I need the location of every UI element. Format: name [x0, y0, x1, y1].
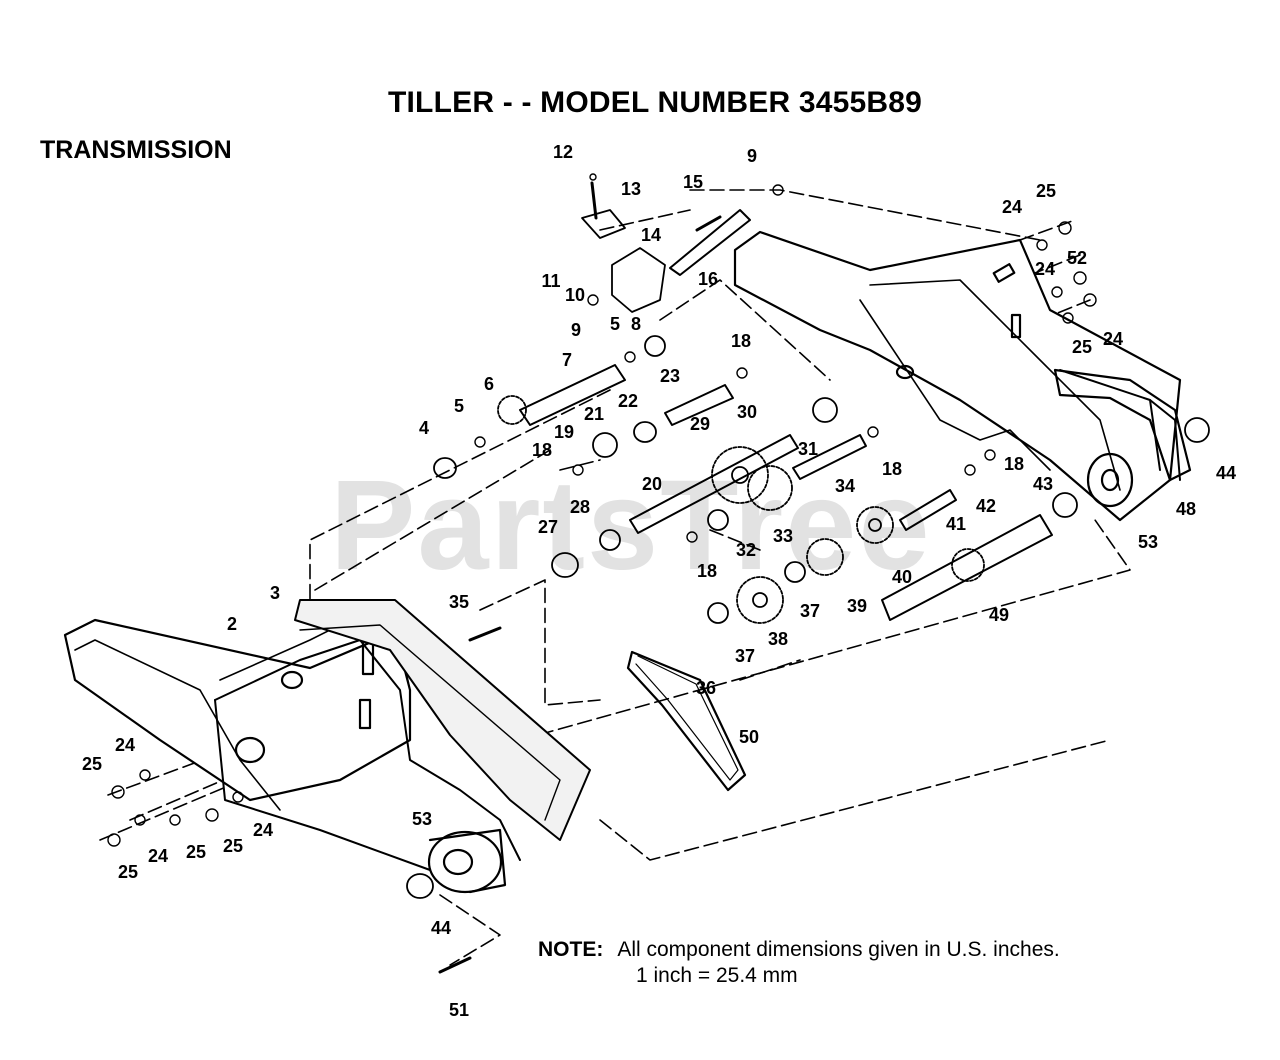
part-callout-5: 5	[610, 314, 620, 334]
part-callout-3: 3	[270, 583, 280, 603]
note-block: NOTE: All component dimensions given in U…	[538, 937, 1060, 989]
shafts	[519, 209, 1053, 621]
left-housing-plate	[63, 599, 521, 871]
part-callout-7: 7	[562, 350, 572, 370]
part-callout-49: 49	[989, 605, 1009, 625]
part-callout-24: 24	[148, 846, 168, 866]
note-label: NOTE:	[538, 938, 604, 961]
part-callout-25: 25	[1072, 337, 1092, 357]
section-title: TRANSMISSION	[40, 136, 232, 164]
part-callout-39: 39	[847, 596, 867, 616]
part-callout-24: 24	[1103, 329, 1123, 349]
drive-disc-left	[427, 828, 507, 894]
part-callout-14: 14	[641, 225, 661, 245]
part-callout-50: 50	[739, 727, 759, 747]
part-callout-29: 29	[690, 414, 710, 434]
part-callout-41: 41	[946, 514, 966, 534]
part-callout-19: 19	[554, 422, 574, 442]
part-callout-21: 21	[584, 404, 604, 424]
part-callout-16: 16	[698, 269, 718, 289]
note-line-2: 1 inch = 25.4 mm	[636, 964, 798, 987]
part-callout-22: 22	[618, 391, 638, 411]
part-callout-42: 42	[976, 496, 996, 516]
part-callout-2: 2	[227, 614, 237, 634]
shift-bracket	[581, 181, 722, 313]
sprockets	[497, 395, 985, 624]
part-callout-9: 9	[571, 320, 581, 340]
part-callout-15: 15	[683, 172, 703, 192]
part-callout-18: 18	[882, 459, 902, 479]
diagram-title: TILLER - - MODEL NUMBER 3455B89	[388, 86, 923, 119]
bushings	[406, 335, 1210, 899]
part-callout-23: 23	[660, 366, 680, 386]
part-callout-24: 24	[115, 735, 135, 755]
part-callout-38: 38	[768, 629, 788, 649]
part-callout-44: 44	[431, 918, 451, 938]
part-callout-20: 20	[642, 474, 662, 494]
gasket-plate	[294, 599, 591, 841]
part-callout-28: 28	[570, 497, 590, 517]
note-line-1: All component dimensions given in U.S. i…	[617, 938, 1060, 961]
part-callout-12: 12	[553, 142, 573, 162]
assembly-leader-lines	[99, 189, 1131, 966]
part-callout-44: 44	[1216, 463, 1236, 483]
part-callout-40: 40	[892, 567, 912, 587]
part-callout-31: 31	[798, 439, 818, 459]
part-callout-25: 25	[223, 836, 243, 856]
part-callout-13: 13	[621, 179, 641, 199]
part-callout-53: 53	[1138, 532, 1158, 552]
part-callout-18: 18	[697, 561, 717, 581]
part-callout-18: 18	[532, 440, 552, 460]
part-callout-25: 25	[118, 862, 138, 882]
part-callout-25: 25	[186, 842, 206, 862]
part-callout-33: 33	[773, 526, 793, 546]
watermark: PartsTree	[330, 454, 932, 597]
part-callout-10: 10	[565, 285, 585, 305]
chain-guard	[1053, 368, 1192, 482]
part-callout-36: 36	[696, 678, 716, 698]
part-callout-27: 27	[538, 517, 558, 537]
part-callout-53: 53	[412, 809, 432, 829]
part-callout-37: 37	[735, 646, 755, 666]
part-callout-25: 25	[82, 754, 102, 774]
part-callout-11: 11	[541, 271, 560, 291]
part-callout-5: 5	[454, 396, 464, 416]
right-housing-plate	[733, 230, 1182, 522]
part-callout-37: 37	[800, 601, 820, 621]
part-callout-48: 48	[1176, 499, 1196, 519]
part-callout-24: 24	[1002, 197, 1022, 217]
part-callout-30: 30	[737, 402, 757, 422]
part-callout-24: 24	[1035, 259, 1055, 279]
drive-belt	[626, 650, 747, 792]
washers-nuts	[107, 173, 1097, 974]
part-callout-25: 25	[1036, 181, 1056, 201]
part-callout-35: 35	[449, 592, 469, 612]
part-callout-9: 9	[747, 146, 757, 166]
part-callout-51: 51	[449, 1000, 469, 1020]
part-callout-8: 8	[631, 314, 641, 334]
part-callout-52: 52	[1067, 248, 1087, 268]
part-callout-24: 24	[253, 820, 273, 840]
part-callout-18: 18	[731, 331, 751, 351]
part-callout-32: 32	[736, 540, 756, 560]
part-callout-34: 34	[835, 476, 855, 496]
part-callout-4: 4	[419, 418, 429, 438]
part-callout-18: 18	[1004, 454, 1024, 474]
part-callout-43: 43	[1033, 474, 1053, 494]
part-callout-6: 6	[484, 374, 494, 394]
